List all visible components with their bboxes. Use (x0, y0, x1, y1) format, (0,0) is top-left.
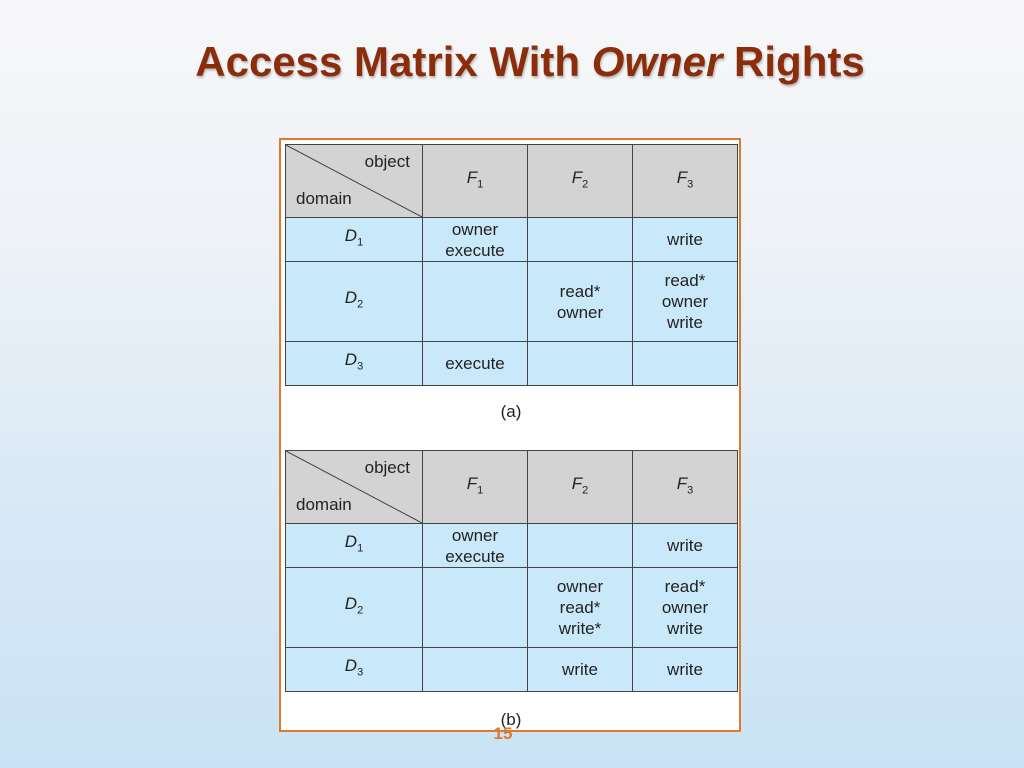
title-italic-text: Owner (591, 38, 723, 85)
domain-cell: D3 (285, 647, 423, 692)
column-header-f3: F3 (632, 144, 738, 218)
access-right: owner (661, 292, 709, 311)
rights-cell (422, 567, 528, 648)
domain-name: D2 (344, 594, 364, 617)
access-right: write (667, 619, 703, 638)
file-label: F1 (466, 167, 484, 191)
domain-cell: D2 (285, 567, 423, 648)
access-right: owner (451, 525, 499, 545)
rights-cell: write (527, 647, 633, 692)
object-label: object (364, 152, 410, 171)
rights-cell (527, 341, 633, 386)
domain-label: domain (296, 189, 352, 208)
rights-cell: write (632, 217, 738, 262)
diagonal-divider (286, 145, 422, 217)
domain-name: D3 (344, 350, 364, 373)
column-header-f1: F1 (422, 144, 528, 218)
file-label: F3 (676, 473, 694, 497)
column-header-f3: F3 (632, 450, 738, 524)
file-label: F3 (676, 167, 694, 191)
object-label: object (364, 458, 410, 477)
column-header-f1: F1 (422, 450, 528, 524)
access-right: write (667, 313, 703, 332)
rights-cell (632, 341, 738, 386)
table-row: D3 execute (285, 341, 738, 386)
slide-title: Access Matrix With Owner Rights (0, 38, 1024, 86)
caption-b: (b) (500, 710, 522, 729)
domain-name: D1 (344, 226, 364, 249)
domain-name: D1 (344, 532, 364, 555)
corner-header-cell: object domain (285, 144, 423, 218)
table-row: D2 owner read* write* read* owner write (285, 567, 738, 648)
access-right: owner (556, 302, 604, 322)
file-label: F1 (466, 473, 484, 497)
access-right: owner (451, 219, 499, 239)
access-right: execute (445, 240, 505, 260)
access-right: write (562, 660, 598, 679)
rights-cell: read* owner write (632, 567, 738, 648)
rights-cell (422, 261, 528, 342)
rights-cell (527, 523, 633, 568)
column-header-f2: F2 (527, 450, 633, 524)
access-right: read* (664, 577, 706, 596)
access-right: write (667, 536, 703, 555)
rights-cell: execute (422, 341, 528, 386)
title-text-end: Rights (722, 38, 865, 85)
column-header-f2: F2 (527, 144, 633, 218)
caption-a: (a) (500, 402, 522, 421)
rights-cell (527, 217, 633, 262)
rights-cell (422, 647, 528, 692)
rights-cell: read* owner write (632, 261, 738, 342)
domain-cell: D3 (285, 341, 423, 386)
access-right: write (667, 660, 703, 679)
table-row: D3 write write (285, 647, 738, 692)
rights-cell: owner read* write* (527, 567, 633, 648)
corner-header-cell: object domain (285, 450, 423, 524)
rights-cell: write (632, 647, 738, 692)
page-number: 15 (493, 724, 513, 743)
file-label: F2 (571, 473, 589, 497)
access-right: owner (556, 577, 604, 596)
diagonal-divider (286, 451, 422, 523)
domain-label: domain (296, 495, 352, 514)
access-right: execute (445, 546, 505, 566)
access-right: read* (559, 598, 601, 617)
domain-cell: D1 (285, 217, 423, 262)
file-label: F2 (571, 167, 589, 191)
access-right: read* (664, 271, 706, 290)
rights-cell: read*owner (527, 261, 633, 342)
access-right: owner (661, 598, 709, 617)
access-right: read* (559, 281, 601, 301)
title-text: Access Matrix With (195, 38, 592, 85)
access-right: execute (445, 354, 505, 373)
access-right: write (667, 230, 703, 249)
domain-cell: D2 (285, 261, 423, 342)
domain-name: D2 (344, 288, 364, 311)
access-right: write* (558, 619, 602, 638)
domain-name: D3 (344, 656, 364, 679)
rights-cell: write (632, 523, 738, 568)
domain-cell: D1 (285, 523, 423, 568)
